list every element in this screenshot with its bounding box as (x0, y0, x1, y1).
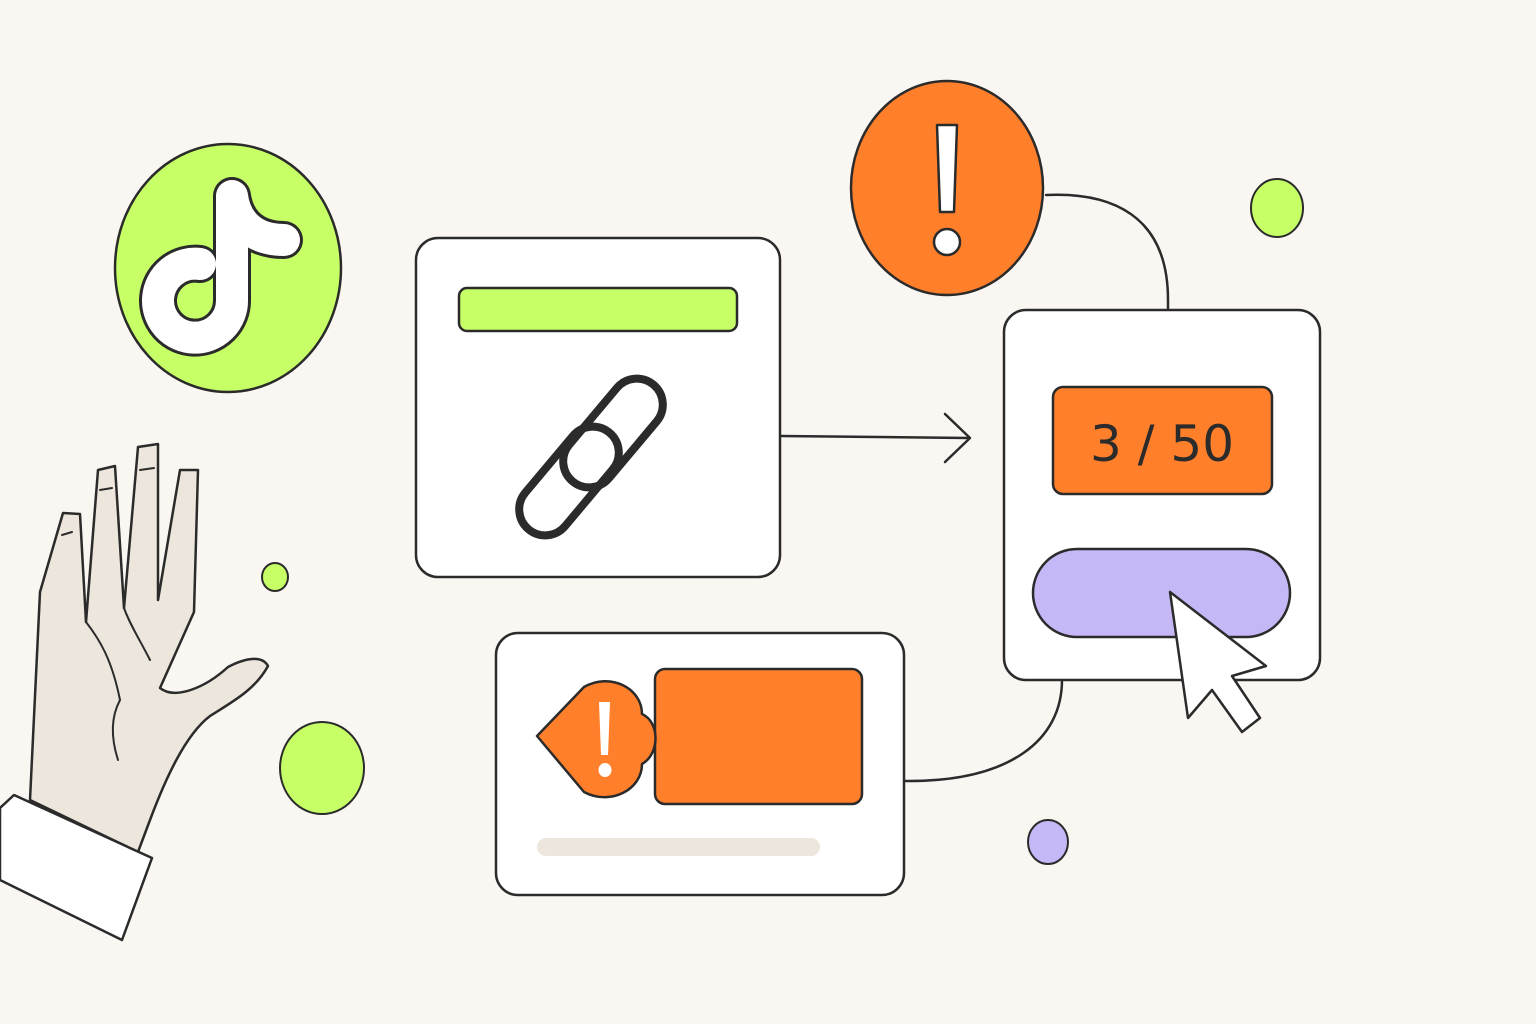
arrowhead-right-icon (943, 412, 972, 464)
tiktok-logo-icon (139, 177, 303, 357)
counter-text: 3 / 50 (1090, 415, 1234, 473)
tiktok-badge (113, 142, 343, 394)
raised-hand-illustration (0, 442, 270, 942)
arrow-alert-to-counter (1044, 193, 1170, 356)
decorative-dots (261, 178, 1304, 865)
counter-badge (1051, 385, 1274, 496)
arrow-link-to-counter (779, 434, 970, 440)
lime-dot-top-right (1250, 178, 1304, 238)
lavender-dot (1027, 819, 1069, 865)
submit-pill-button[interactable] (1031, 547, 1292, 639)
counter-panel: 3 / 50 (1002, 308, 1322, 682)
mouse-pointer-icon (1168, 590, 1268, 734)
exclamation-tag-icon (535, 680, 657, 799)
link-card-title-bar (457, 286, 739, 333)
error-card (494, 631, 906, 897)
exclamation-alert-icon (932, 123, 962, 257)
chain-link-icon (515, 374, 667, 540)
error-card-placeholder-line (537, 838, 820, 856)
connector-counter-to-error (903, 678, 1064, 783)
hand-palm (28, 442, 270, 854)
sleeve-cuff (0, 793, 154, 942)
link-card (414, 236, 782, 579)
error-message-block (653, 667, 864, 806)
alert-badge (849, 79, 1045, 297)
lime-dot-small (261, 562, 289, 592)
lime-dot-large (279, 721, 365, 815)
